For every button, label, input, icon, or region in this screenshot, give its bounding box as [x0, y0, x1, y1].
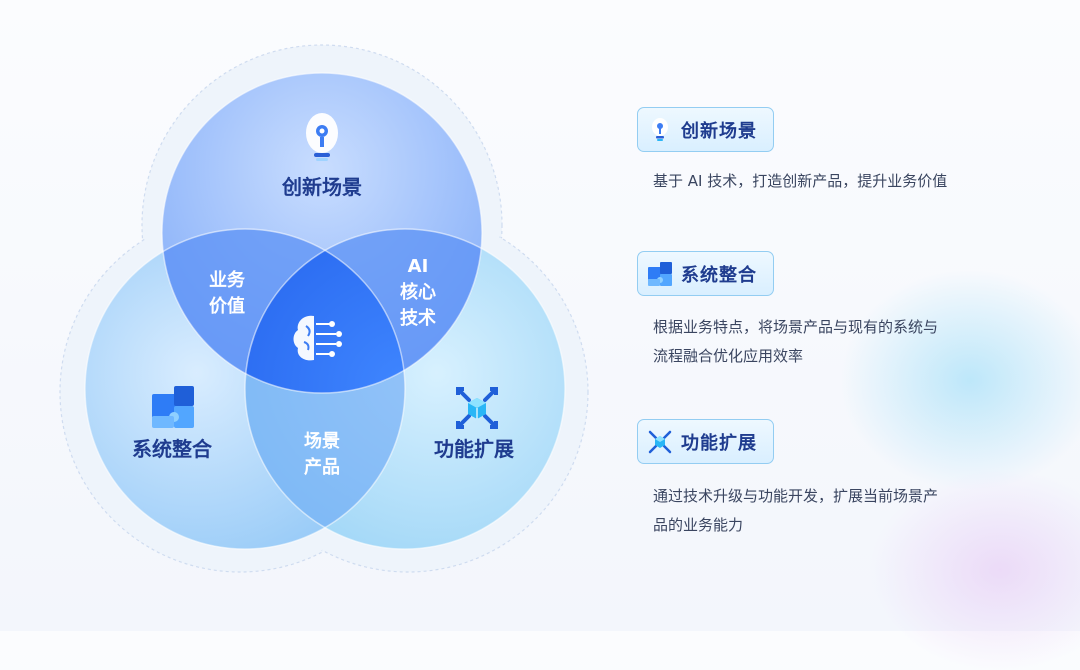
description-line: 根据业务特点，将场景产品与现有的系统与	[653, 318, 939, 336]
description-line: 基于 AI 技术，打造创新产品，提升业务价值	[653, 172, 948, 190]
venn-right-label: 功能扩展	[434, 437, 514, 461]
description-line: 流程融合优化应用效率	[653, 347, 804, 365]
card-title: 创新场景	[681, 120, 757, 142]
background-glow-cyan	[840, 270, 1080, 490]
venn-top-label: 创新场景	[281, 175, 362, 199]
venn-diagram: 创新场景 业务 价值 AI 核心 技术 场景 产品 系统整合	[59, 44, 589, 573]
card-title: 功能扩展	[681, 432, 757, 454]
overlap-top-left-label-2: 价值	[209, 295, 245, 317]
card-description: 基于 AI 技术，打造创新产品，提升业务价值	[653, 167, 993, 196]
expand-cube-icon	[456, 387, 498, 429]
card-system-integration: 系统整合	[637, 251, 774, 296]
puzzle-icon	[152, 386, 194, 428]
expand-cube-icon	[648, 430, 672, 454]
description-line: 通过技术升级与功能开发，扩展当前场景产	[653, 487, 939, 505]
card-innovation-scene: 创新场景	[637, 107, 774, 152]
card-description: 根据业务特点，将场景产品与现有的系统与 流程融合优化应用效率	[653, 313, 993, 371]
overlap-top-left-label-1: 业务	[209, 269, 246, 291]
overlap-top-right-label-2: 核心	[400, 281, 436, 303]
card-feature-expansion: 功能扩展	[637, 419, 774, 464]
puzzle-icon	[648, 261, 672, 286]
overlap-bottom-label-1: 场景	[304, 431, 340, 452]
description-line: 品的业务能力	[653, 516, 744, 534]
card-description: 通过技术升级与功能开发，扩展当前场景产 品的业务能力	[653, 482, 993, 540]
overlap-center	[245, 229, 405, 393]
venn-left-label: 系统整合	[132, 437, 213, 461]
lightbulb-icon	[648, 117, 672, 142]
overlap-top-right-label-1: AI	[408, 256, 429, 277]
overlap-bottom-label-2: 产品	[304, 456, 340, 478]
ai-brain-icon	[293, 315, 342, 361]
lightbulb-icon	[306, 113, 338, 161]
overlap-top-right-label-3: 技术	[400, 307, 436, 329]
card-title: 系统整合	[681, 264, 757, 286]
